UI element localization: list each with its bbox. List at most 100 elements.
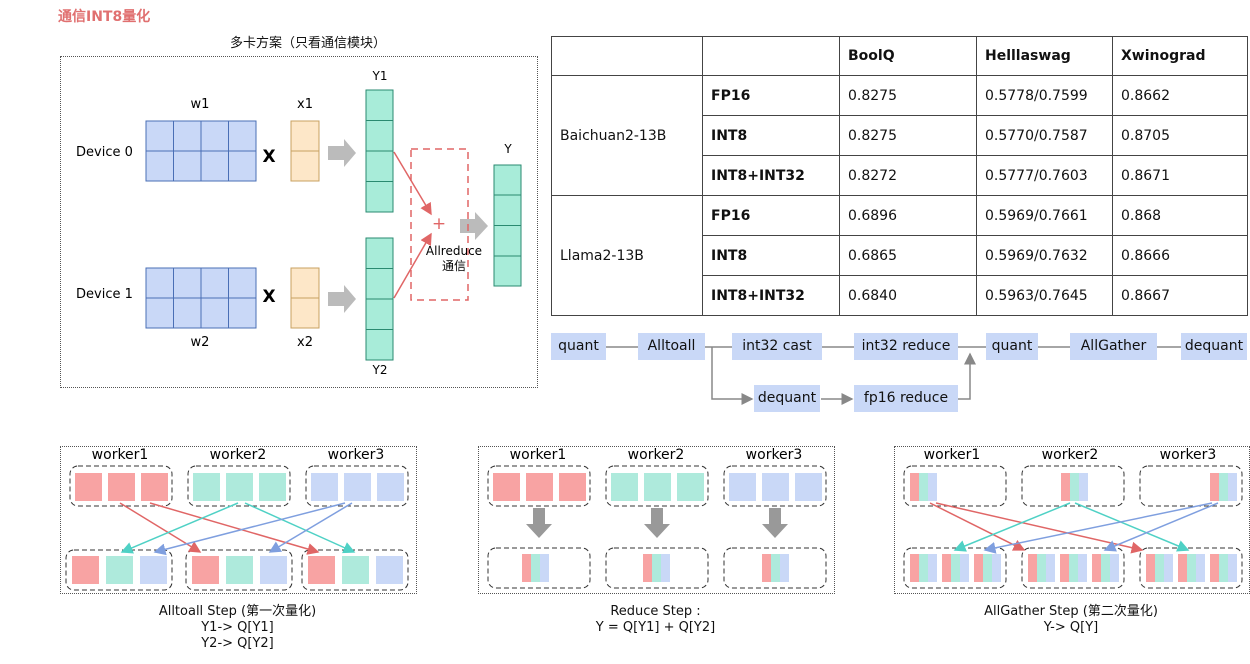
hellaswag-cell: 0.5778/0.7599 xyxy=(976,75,1113,116)
boolq-cell: 0.8275 xyxy=(839,115,977,156)
reduce-bottom-cells xyxy=(522,554,789,582)
table-row: Llama2-13B FP16 0.6896 0.5969/0.7661 0.8… xyxy=(551,195,1248,316)
x2-vector xyxy=(290,267,320,329)
y1-label: Y1 xyxy=(372,69,388,83)
precision-cell: INT8+INT32 xyxy=(702,155,840,196)
diagram-title: 多卡方案（只看通信模块） xyxy=(230,36,387,51)
alltoall-bottom-cells xyxy=(72,556,403,584)
table-row: INT8 0.8275 0.5770/0.7587 0.8705 xyxy=(552,115,1248,156)
plus-symbol: + xyxy=(432,214,446,234)
allgather-caption-line: AllGather Step (第二次量化) xyxy=(984,604,1158,619)
xwinograd-cell: 0.8705 xyxy=(1112,115,1248,156)
hellaswag-cell: 0.5963/0.7645 xyxy=(976,275,1113,316)
flow-connectors xyxy=(606,346,1181,405)
allgather-top-cells xyxy=(910,473,1237,501)
diagram-frame xyxy=(60,56,538,388)
reduce-down-arrows xyxy=(526,508,788,538)
boolq-cell: 0.6896 xyxy=(839,195,977,236)
reduce-caption-line: Y = Q[Y1] + Q[Y2] xyxy=(595,620,716,635)
x1-label: x1 xyxy=(297,97,313,112)
red-arrow-top xyxy=(393,151,432,216)
xwinograd-cell: 0.8666 xyxy=(1112,235,1248,276)
w2-matrix xyxy=(145,267,257,329)
allgather-worker2-label: worker2 xyxy=(1042,447,1099,463)
times-symbol-bottom: X xyxy=(262,287,275,307)
table-header-cell: Xwinograd xyxy=(1112,36,1248,76)
results-table: BoolQ Helllaswag Xwinograd Baichuan2-13B… xyxy=(551,36,1248,316)
flow-quant2-node: quant xyxy=(986,333,1038,360)
flow-dequant-mid-node: dequant xyxy=(754,385,820,412)
reduce-worker3-label: worker3 xyxy=(746,447,803,463)
x1-vector xyxy=(290,120,320,182)
xwinograd-cell: 0.8671 xyxy=(1112,155,1248,196)
hellaswag-cell: 0.5969/0.7632 xyxy=(976,235,1113,276)
allgather-caption: AllGather Step (第二次量化) Y-> Q[Y] xyxy=(894,604,1248,636)
hellaswag-cell: 0.5969/0.7661 xyxy=(976,195,1113,236)
reduce-top-cells xyxy=(493,473,822,501)
device0-label: Device 0 xyxy=(76,145,133,160)
reduce-groups xyxy=(487,465,827,589)
table-header-cell xyxy=(702,36,840,76)
boolq-cell: 0.6865 xyxy=(839,235,977,276)
y-column xyxy=(493,164,522,287)
alltoall-arrows xyxy=(119,502,356,556)
xwinograd-cell: 0.868 xyxy=(1112,195,1248,236)
flow-quant-node: quant xyxy=(551,333,606,360)
table-row: Baichuan2-13B FP16 0.8275 0.5778/0.7599 … xyxy=(551,75,1248,196)
alltoall-worker2-label: worker2 xyxy=(210,447,267,463)
y2-column xyxy=(365,237,394,361)
gray-arrow-bottom xyxy=(328,285,356,313)
red-arrow-bottom xyxy=(393,232,432,299)
model-cell: Llama2-13B xyxy=(551,195,703,316)
reduce-worker2-label: worker2 xyxy=(628,447,685,463)
precision-cell: INT8+INT32 xyxy=(702,275,840,316)
precision-cell: FP16 xyxy=(702,75,840,116)
alltoall-caption-line: Y2-> Q[Y2] xyxy=(201,636,274,651)
xwinograd-cell: 0.8662 xyxy=(1112,75,1248,116)
gray-arrow-top xyxy=(328,139,356,167)
device1-label: Device 1 xyxy=(76,287,133,302)
flow-allgather-node: AllGather xyxy=(1070,333,1157,360)
boolq-cell: 0.6840 xyxy=(839,275,977,316)
steps-svg: worker1 worker2 worker3 worker1 worker2 … xyxy=(65,447,1243,591)
reduce-caption-line: Reduce Step : xyxy=(610,604,701,619)
page-title: 通信INT8量化 xyxy=(58,9,151,25)
main-diagram-svg: Device 0 Device 1 w1 w2 x1 x2 Y1 Y2 Y X … xyxy=(76,69,522,377)
y2-label: Y2 xyxy=(372,363,388,377)
allgather-arrows xyxy=(929,502,1219,554)
alltoall-panel xyxy=(60,446,417,594)
alltoall-top-cells xyxy=(75,473,404,501)
times-symbol-top: X xyxy=(262,147,275,167)
table-header-cell: Helllaswag xyxy=(976,36,1113,76)
gray-arrow-right xyxy=(460,212,488,240)
flow-int32-reduce-node: int32 reduce xyxy=(854,333,958,360)
reduce-worker1-label: worker1 xyxy=(510,447,567,463)
comm-label: 通信 xyxy=(442,259,466,273)
table-header-cell: BoolQ xyxy=(839,36,977,76)
table-row: INT8+INT32 0.6840 0.5963/0.7645 0.8667 xyxy=(552,275,1248,316)
precision-cell: INT8 xyxy=(702,235,840,276)
alltoall-caption-line: Alltoall Step (第一次量化) xyxy=(158,604,317,619)
x2-label: x2 xyxy=(297,335,313,350)
boolq-cell: 0.8275 xyxy=(839,75,977,116)
precision-cell: FP16 xyxy=(702,195,840,236)
table-row: INT8 0.6865 0.5969/0.7632 0.8666 xyxy=(552,235,1248,276)
w2-label: w2 xyxy=(191,335,210,350)
allreduce-label: Allreduce xyxy=(426,244,482,258)
precision-cell: INT8 xyxy=(702,115,840,156)
allgather-bottom-cells xyxy=(910,554,1237,582)
table-header-row: BoolQ Helllaswag Xwinograd xyxy=(551,36,1248,76)
alltoall-worker1-label: worker1 xyxy=(92,447,149,463)
alltoall-caption: Alltoall Step (第一次量化) Y1-> Q[Y1] Y2-> Q[… xyxy=(60,604,415,652)
allgather-caption-line: Y-> Q[Y] xyxy=(1043,620,1099,635)
flow-alltoall-node: Alltoall xyxy=(638,333,705,360)
w1-label: w1 xyxy=(191,97,210,112)
hellaswag-cell: 0.5770/0.7587 xyxy=(976,115,1113,156)
flow-int32-cast-node: int32 cast xyxy=(732,333,822,360)
allgather-worker1-label: worker1 xyxy=(924,447,981,463)
reduce-caption: Reduce Step : Y = Q[Y1] + Q[Y2] xyxy=(478,604,833,636)
xwinograd-cell: 0.8667 xyxy=(1112,275,1248,316)
model-cell: Baichuan2-13B xyxy=(551,75,703,196)
allreduce-box xyxy=(410,148,469,301)
alltoall-caption-line: Y1-> Q[Y1] xyxy=(201,620,274,635)
